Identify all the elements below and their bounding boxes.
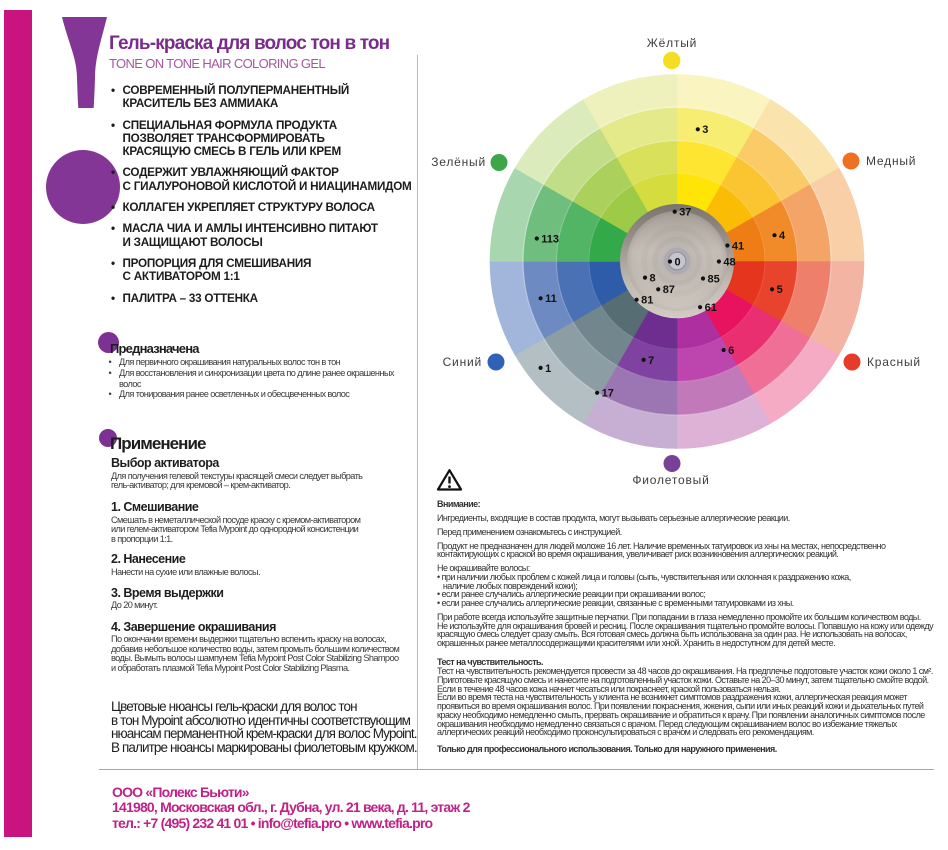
svg-text:87: 87: [663, 284, 675, 296]
svg-text:Зелёный: Зелёный: [431, 155, 486, 169]
svg-text:4: 4: [779, 230, 786, 242]
svg-text:61: 61: [705, 302, 717, 314]
svg-text:Жёлтый: Жёлтый: [647, 36, 697, 50]
svg-text:37: 37: [679, 207, 691, 219]
svg-text:Красный: Красный: [867, 355, 921, 369]
svg-text:11: 11: [545, 293, 557, 305]
svg-text:8: 8: [650, 273, 656, 285]
svg-text:6: 6: [728, 345, 734, 357]
svg-text:48: 48: [723, 256, 735, 268]
svg-text:1: 1: [545, 363, 551, 375]
svg-text:Медный: Медный: [866, 154, 916, 168]
svg-text:113: 113: [541, 233, 559, 245]
svg-text:41: 41: [732, 240, 744, 252]
svg-text:81: 81: [641, 295, 653, 307]
svg-text:3: 3: [702, 124, 708, 136]
svg-text:85: 85: [708, 273, 720, 285]
svg-text:Синий: Синий: [443, 355, 482, 369]
svg-text:17: 17: [602, 388, 614, 400]
svg-text:5: 5: [777, 284, 783, 296]
svg-text:7: 7: [648, 355, 654, 367]
svg-text:0: 0: [675, 256, 681, 268]
svg-text:Фиолетовый: Фиолетовый: [632, 473, 709, 487]
